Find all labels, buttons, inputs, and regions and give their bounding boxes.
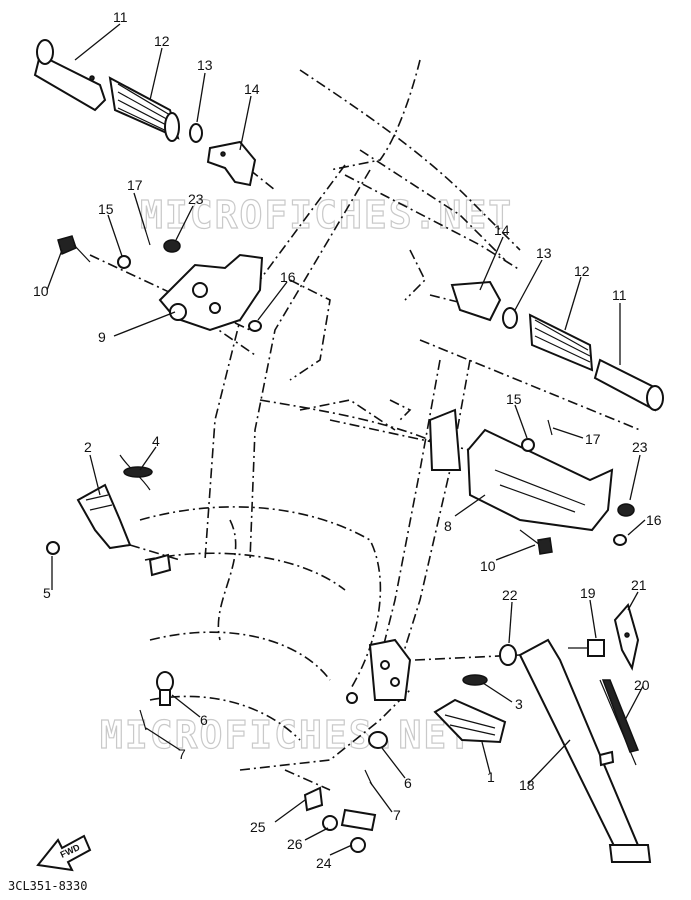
callout-4: 4	[152, 433, 160, 449]
footrest-bracket-9	[158, 253, 264, 332]
leader-lines	[46, 23, 646, 856]
bracket-21	[613, 602, 640, 671]
callout-17-left: 17	[127, 177, 143, 193]
sidestand-mount	[346, 638, 412, 704]
bolt-10-left	[57, 235, 91, 263]
spring-23-right	[617, 503, 635, 517]
spring-20	[599, 679, 640, 766]
cotter-pin-17-left	[145, 231, 151, 246]
collar-22	[499, 644, 517, 666]
callout-23-right: 23	[632, 439, 648, 455]
spring-23-left	[163, 239, 181, 253]
bolt-6-left	[156, 671, 174, 706]
washer-13-right	[502, 307, 518, 329]
fwd-arrow-icon: FWD	[36, 834, 92, 872]
pin-15-right	[521, 438, 535, 452]
spring-4	[119, 454, 153, 491]
bolt-10-right	[519, 529, 553, 555]
callout-21: 21	[631, 577, 647, 593]
callout-26: 26	[287, 836, 303, 852]
bracket-14-left	[206, 140, 257, 187]
callout-13-right: 13	[536, 245, 552, 261]
callout-5: 5	[43, 585, 51, 601]
callout-1: 1	[487, 769, 495, 785]
cotter-pin-7-left	[139, 709, 147, 731]
callout-20: 20	[634, 677, 650, 693]
footpeg-1	[433, 698, 507, 744]
plate-25	[303, 786, 324, 812]
callout-18: 18	[519, 777, 535, 793]
callout-15-left: 15	[98, 201, 114, 217]
callout-3: 3	[515, 696, 523, 712]
footrest-rubber-right	[528, 313, 594, 372]
plate-bracket-right	[428, 408, 462, 471]
bolt-19	[568, 639, 605, 657]
callout-11-left: 11	[113, 9, 128, 25]
callout-11-right: 11	[612, 287, 627, 303]
footpeg-2	[76, 483, 132, 550]
pin-15-left	[117, 255, 131, 269]
callout-12-left: 12	[154, 33, 170, 49]
watermark-top: MICROFICHES.NET	[140, 193, 513, 237]
spring-3	[462, 674, 488, 686]
bolt-6-right	[368, 731, 388, 749]
callout-12-right: 12	[574, 263, 590, 279]
sidestand-18	[518, 638, 652, 863]
footpeg-mount-left	[148, 553, 172, 577]
footrest-bracket-8	[466, 428, 614, 532]
footrest-pin-right	[593, 358, 664, 412]
callout-17-right: 17	[585, 431, 601, 447]
callout-24: 24	[316, 855, 332, 871]
bracket-14-right	[450, 280, 502, 322]
callout-8: 8	[444, 518, 452, 534]
callout-15-right: 15	[506, 391, 522, 407]
bolt-24	[340, 808, 377, 853]
callout-19: 19	[580, 585, 596, 601]
callout-14-left: 14	[244, 81, 260, 97]
footrest-rubber-left	[108, 76, 180, 142]
callout-7-right: 7	[393, 807, 401, 823]
callout-9: 9	[98, 329, 106, 345]
callout-7-left: 7	[178, 746, 186, 762]
catalog-code: 3CL351-8330	[8, 879, 87, 893]
callout-2: 2	[84, 439, 92, 455]
watermark-bottom: MICROFICHES.NET	[100, 713, 473, 757]
callout-23-left: 23	[188, 191, 204, 207]
washer-26	[322, 815, 338, 831]
washer-13-left	[189, 123, 203, 143]
callout-16-right: 16	[646, 512, 662, 528]
washer-16-right	[613, 534, 627, 546]
washer-5	[46, 541, 60, 555]
footrest-pin-left	[33, 39, 107, 112]
washer-16-left	[248, 320, 262, 332]
cotter-pin-17-right	[547, 419, 553, 436]
frame-outline	[139, 59, 521, 771]
callout-10-left: 10	[33, 283, 49, 299]
callout-16-left: 16	[280, 269, 296, 285]
callout-14-right: 14	[494, 222, 510, 238]
callout-13-left: 13	[197, 57, 213, 73]
callout-25: 25	[250, 819, 266, 835]
callout-22: 22	[502, 587, 518, 603]
callout-6-left: 6	[200, 712, 208, 728]
callout-6-right: 6	[404, 775, 412, 791]
callout-10-right: 10	[480, 558, 496, 574]
